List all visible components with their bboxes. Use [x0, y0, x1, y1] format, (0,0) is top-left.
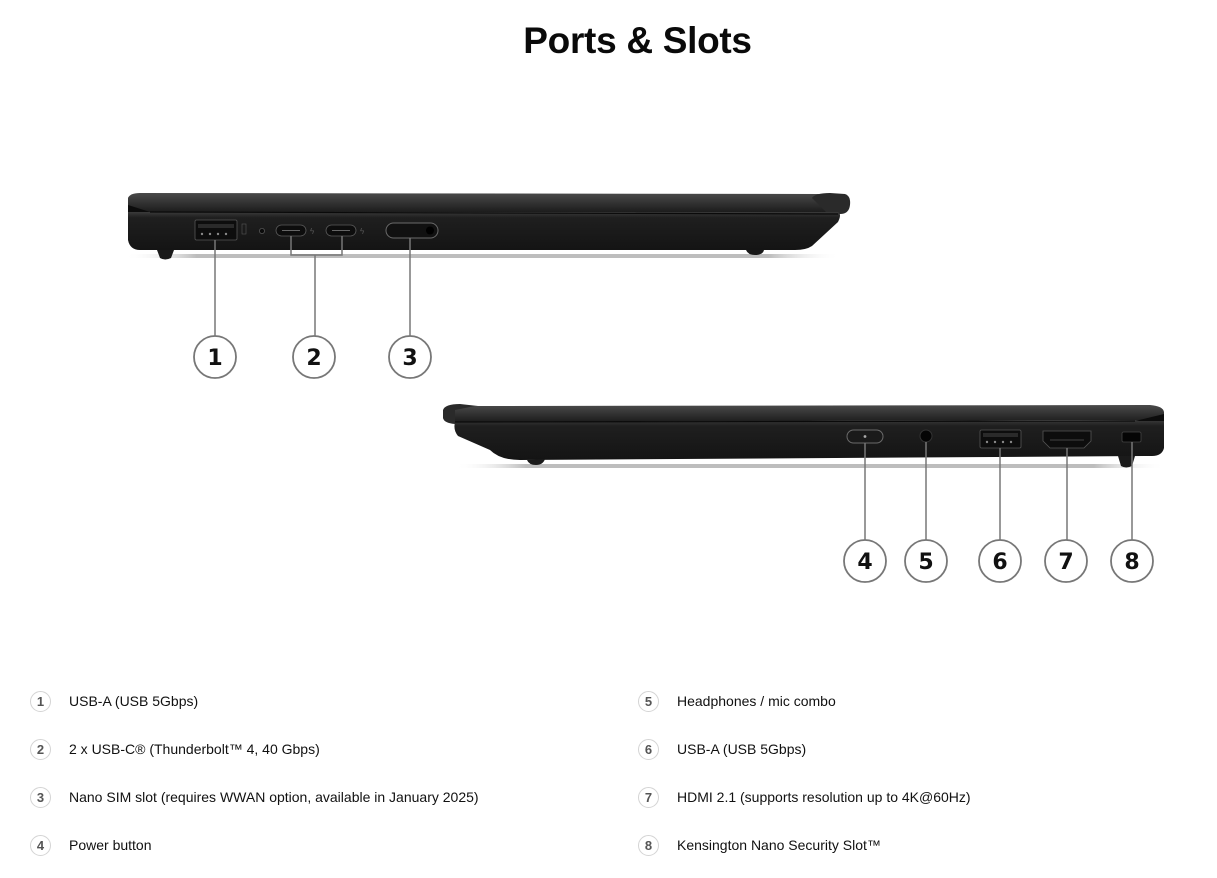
foot [746, 250, 764, 255]
foot [1118, 456, 1135, 468]
callout-5: 5 [904, 539, 948, 583]
led-icon [258, 227, 265, 234]
svg-text:7: 7 [1058, 550, 1073, 575]
laptop-lid [128, 193, 838, 212]
spec-label: USB-A (USB 5Gbps) [677, 741, 807, 757]
laptop-lid [455, 405, 1164, 422]
spec-label: 2 x USB-C® (Thunderbolt™ 4, 40 Gbps) [69, 741, 320, 757]
callout-3: 3 [388, 335, 432, 379]
spec-label: Headphones / mic combo [677, 693, 836, 709]
svg-text:ϟ: ϟ [360, 227, 365, 236]
spec-item: 4 Power button [30, 830, 479, 860]
spec-number-badge: 3 [30, 786, 51, 808]
foot [157, 250, 174, 260]
spec-label: USB-A (USB 5Gbps) [69, 693, 199, 709]
spec-label: Nano SIM slot (requires WWAN option, ava… [69, 789, 479, 805]
callout-4: 4 [843, 539, 887, 583]
svg-text:ϟ: ϟ [310, 227, 315, 236]
spec-item: 7 HDMI 2.1 (supports resolution up to 4K… [638, 782, 971, 812]
usb-a-port-icon [194, 219, 238, 241]
spec-number-badge: 1 [30, 690, 51, 712]
spec-item: 2 2 x USB-C® (Thunderbolt™ 4, 40 Gbps) [30, 734, 479, 764]
svg-text:5: 5 [918, 550, 933, 575]
laptop-left-side-view: ϟ ϟ 1 2 3 [125, 193, 851, 379]
svg-text:3: 3 [402, 346, 417, 371]
shadow [125, 254, 840, 258]
shadow [455, 464, 1165, 468]
spec-number-badge: 6 [638, 738, 659, 760]
spec-label: HDMI 2.1 (supports resolution up to 4K@6… [677, 789, 971, 805]
callout-1: 1 [193, 335, 237, 379]
laptop-right-side-view: 4 5 6 7 8 [443, 404, 1165, 583]
front-notch [1135, 414, 1164, 421]
spec-label: Power button [69, 837, 152, 853]
ports-diagram: ϟ ϟ 1 2 3 [125, 193, 1165, 583]
foot [527, 459, 545, 465]
audio-jack-icon [919, 429, 933, 443]
spec-label: Kensington Nano Security Slot™ [677, 837, 881, 853]
spec-item: 8 Kensington Nano Security Slot™ [638, 830, 971, 860]
callout-6: 6 [978, 539, 1022, 583]
svg-text:8: 8 [1124, 550, 1139, 575]
front-notch [128, 205, 150, 212]
spec-item: 1 USB-A (USB 5Gbps) [30, 686, 479, 716]
svg-text:6: 6 [992, 550, 1007, 575]
spec-number-badge: 8 [638, 834, 659, 856]
spec-item: 5 Headphones / mic combo [638, 686, 971, 716]
spec-number-badge: 4 [30, 834, 51, 856]
svg-text:2: 2 [306, 346, 321, 371]
spec-column-right: 5 Headphones / mic combo 6 USB-A (USB 5G… [638, 686, 971, 878]
spec-column-left: 1 USB-A (USB 5Gbps) 2 2 x USB-C® (Thunde… [30, 686, 479, 878]
callout-2: 2 [292, 335, 336, 379]
leader-line [290, 236, 343, 256]
seam [454, 420, 1136, 423]
hinge [812, 193, 851, 214]
callout-8: 8 [1110, 539, 1154, 583]
page-title: Ports & Slots [523, 20, 752, 61]
svg-text:4: 4 [857, 550, 872, 575]
spec-item: 6 USB-A (USB 5Gbps) [638, 734, 971, 764]
kensington-slot-icon [1121, 431, 1142, 443]
seam [149, 211, 839, 215]
spec-number-badge: 5 [638, 690, 659, 712]
svg-text:1: 1 [207, 346, 222, 371]
sim-slot-icon [385, 222, 439, 239]
laptop-body [128, 212, 840, 250]
usb-a-port-icon [979, 429, 1022, 449]
spec-item: 3 Nano SIM slot (requires WWAN option, a… [30, 782, 479, 812]
spec-number-badge: 7 [638, 786, 659, 808]
spec-number-badge: 2 [30, 738, 51, 760]
callout-7: 7 [1044, 539, 1088, 583]
